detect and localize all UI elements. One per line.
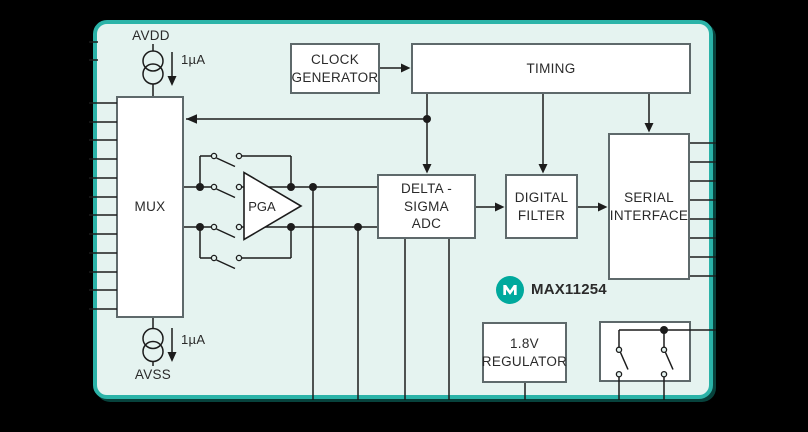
- serial-interface-label-line1: SERIAL: [624, 189, 674, 205]
- clock-generator-label-line1: CLOCK: [310, 51, 359, 67]
- serial-interface-label-line2: INTERFACE: [609, 207, 689, 223]
- avss-label: AVSS: [134, 367, 172, 382]
- digital-filter-label-line1: DIGITAL: [514, 189, 569, 205]
- timing-block: TIMING: [411, 43, 691, 94]
- clock-generator-block: CLOCK GENERATOR: [290, 43, 380, 94]
- maxim-m-icon: [496, 276, 524, 304]
- switch-box: [599, 321, 691, 382]
- clock-generator-label-line2: GENERATOR: [291, 69, 379, 85]
- mux-label: MUX: [134, 199, 166, 215]
- serial-interface-block: SERIAL INTERFACE: [608, 133, 690, 280]
- delta-sigma-adc-block: DELTA -SIGMA ADC: [377, 174, 476, 239]
- part-number: MAX11254: [531, 281, 607, 298]
- digital-filter-label-line2: FILTER: [517, 207, 566, 223]
- regulator-label-line2: REGULATOR: [481, 353, 568, 369]
- avdd-label: AVDD: [132, 28, 170, 43]
- adc-label-line1: DELTA -SIGMA: [400, 181, 453, 214]
- timing-label: TIMING: [526, 60, 576, 76]
- mux-block: MUX: [116, 96, 184, 318]
- regulator-block: 1.8V REGULATOR: [482, 322, 567, 383]
- adc-label-line2: ADC: [411, 216, 442, 232]
- digital-filter-block: DIGITAL FILTER: [505, 174, 578, 239]
- current-label-bottom: 1µA: [181, 332, 206, 347]
- regulator-label-line1: 1.8V: [510, 335, 539, 351]
- pga-label: PGA: [248, 199, 276, 214]
- current-label-top: 1µA: [181, 52, 206, 67]
